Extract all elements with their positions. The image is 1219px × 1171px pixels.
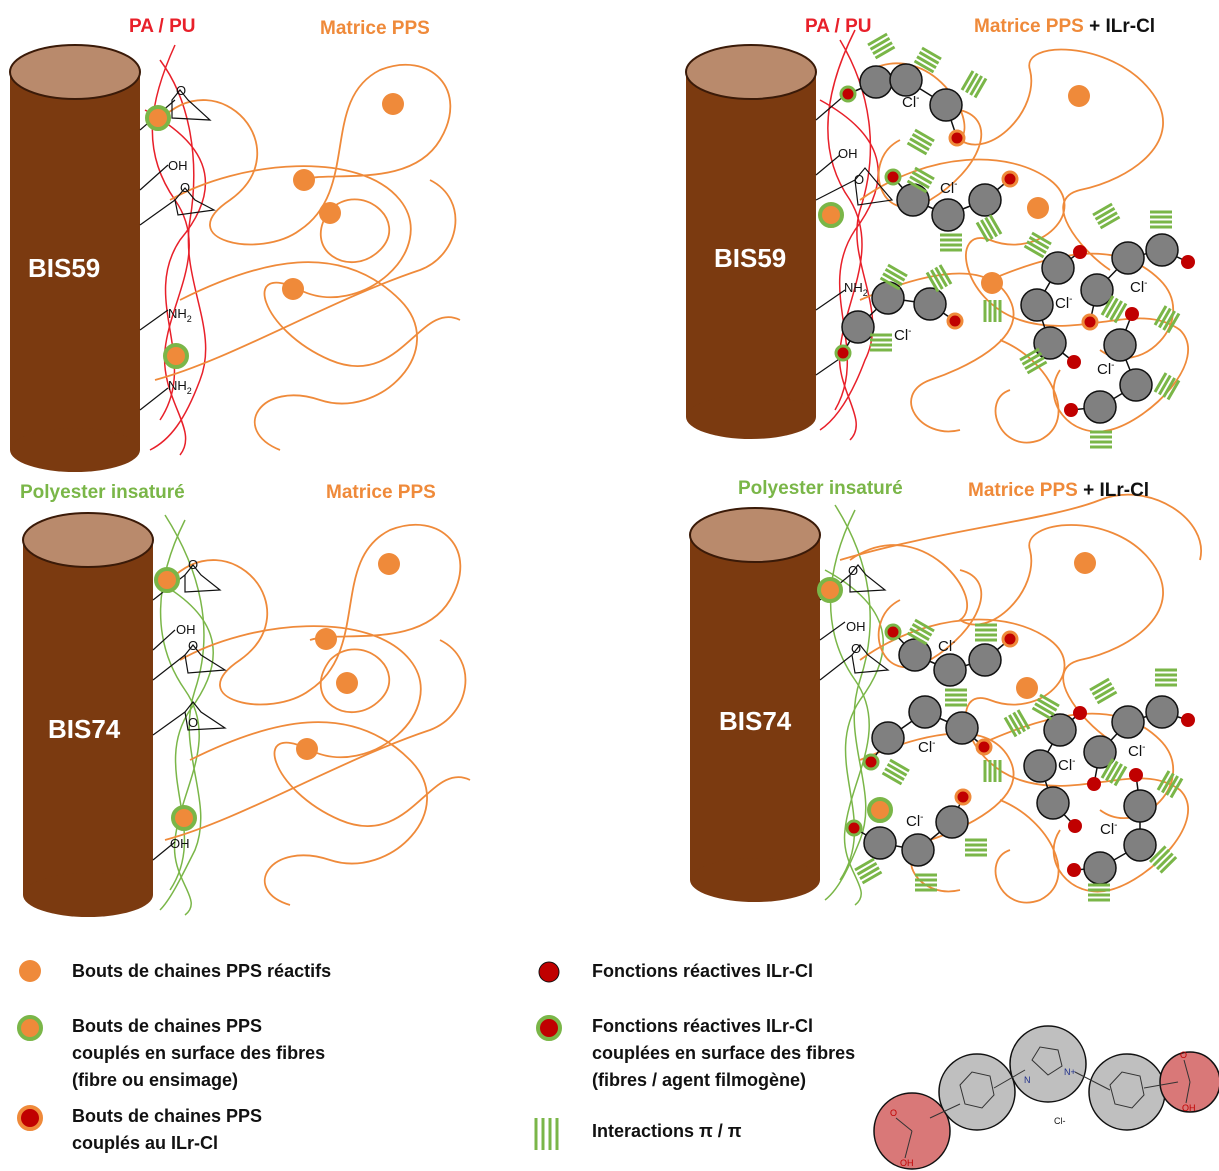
svg-text:O: O bbox=[854, 172, 864, 187]
fiber-label-bis59: BIS59 bbox=[28, 253, 101, 283]
matrix-label: Matrice PPS bbox=[974, 16, 1084, 37]
svg-text:Cl-: Cl- bbox=[938, 637, 956, 655]
pps-coupled-fiber-ends bbox=[818, 202, 844, 228]
mol-label-chloride: Cl- bbox=[1054, 1116, 1066, 1126]
legend-item-reactive-pps-ends: Bouts de chaines PPS réactifs bbox=[72, 961, 332, 981]
polyester-sizing-chains bbox=[154, 514, 214, 916]
ilr-reactive-functions bbox=[1067, 706, 1195, 877]
legend-symbol-orange-dot-green-ring bbox=[17, 1015, 43, 1041]
mol-label-o-2: O bbox=[1180, 1050, 1187, 1060]
svg-text:O: O bbox=[188, 557, 198, 572]
pps-coupled-ilr-ends bbox=[946, 129, 1099, 331]
matrix-label: Matrice PPS bbox=[968, 480, 1078, 501]
ilr-cl-molecules bbox=[853, 631, 1189, 885]
svg-text:Cl-: Cl- bbox=[1100, 820, 1118, 838]
fiber-cylinder bbox=[9, 44, 141, 472]
fiber-label-bis74: BIS74 bbox=[719, 706, 792, 736]
svg-text:Cl-: Cl- bbox=[894, 326, 912, 344]
pps-matrix-chains bbox=[164, 523, 471, 906]
svg-text:Cl-: Cl- bbox=[902, 93, 920, 111]
legend-symbol-red-dot-orange-ring bbox=[17, 1105, 43, 1131]
mol-label-n-plus: N+ bbox=[1064, 1067, 1076, 1077]
fiber-label-bis59: BIS59 bbox=[714, 243, 787, 273]
counterion-labels: Cl- Cl- Cl- Cl- Cl- Cl- bbox=[906, 637, 1146, 838]
pps-coupled-fiber-ends bbox=[154, 567, 197, 831]
pps-coupled-ilr-ends bbox=[954, 630, 1019, 806]
ilr-coupled-fiber-functions bbox=[845, 623, 902, 837]
counterion-labels: Cl- Cl- Cl- Cl- Cl- Cl- bbox=[894, 93, 1148, 378]
matrix-additive-label: Matrice PPS + ILr-Cl bbox=[974, 16, 1155, 38]
panel-bis59-pps: O OH O NH2 NH2 bbox=[9, 44, 461, 472]
svg-text:OH: OH bbox=[170, 836, 190, 851]
additive-label: + ILr-Cl bbox=[1089, 16, 1156, 37]
svg-text:Cl-: Cl- bbox=[940, 179, 958, 197]
legend-item-pps-coupled-ilr: Bouts de chaines PPS couplés au ILr-Cl bbox=[72, 1106, 263, 1153]
sizing-label-polyester: Polyester insaturé bbox=[20, 482, 185, 503]
svg-text:O: O bbox=[188, 715, 198, 730]
mol-label-n: N bbox=[1024, 1075, 1031, 1085]
svg-text:OH: OH bbox=[846, 619, 866, 634]
panel-bis59-pps-ilr: OH O NH2 bbox=[685, 29, 1195, 449]
legend-item-pi-pi: Interactions π / π bbox=[592, 1121, 742, 1141]
fiber-cylinder bbox=[685, 44, 817, 439]
pps-reactive-ends bbox=[282, 93, 404, 300]
pps-matrix-chains bbox=[154, 63, 461, 451]
pps-reactive-ends bbox=[296, 553, 400, 760]
legend-item-ilr-reactive-functions: Fonctions réactives ILr-Cl bbox=[592, 961, 814, 981]
surface-group-labels: O OH O NH2 NH2 bbox=[168, 83, 192, 396]
sizing-label-polyester: Polyester insaturé bbox=[738, 478, 903, 499]
svg-text:O: O bbox=[851, 641, 861, 656]
ilr-coupled-fiber-functions bbox=[834, 85, 902, 362]
svg-text:OH: OH bbox=[168, 158, 188, 173]
additive-label: + ILr-Cl bbox=[1083, 480, 1150, 501]
svg-text:OH: OH bbox=[176, 622, 196, 637]
ilr-cl-molecule-structure: OH N N+ Cl- OH O O bbox=[873, 1025, 1219, 1170]
pps-coupled-fiber-ends bbox=[817, 577, 893, 823]
fiber-cylinder bbox=[689, 507, 821, 902]
pps-reactive-ends bbox=[981, 85, 1090, 294]
mol-label-oh-1: OH bbox=[900, 1158, 914, 1168]
svg-text:NH2: NH2 bbox=[844, 280, 868, 298]
svg-text:Cl-: Cl- bbox=[1128, 742, 1146, 760]
svg-text:Cl-: Cl- bbox=[1130, 278, 1148, 296]
matrix-additive-label: Matrice PPS + ILr-Cl bbox=[968, 480, 1149, 502]
svg-text:O: O bbox=[176, 83, 186, 98]
legend-symbol-orange-dot bbox=[19, 960, 41, 982]
mol-label-o-1: O bbox=[890, 1108, 897, 1118]
legend-symbol-red-dot-green-ring bbox=[536, 1015, 562, 1041]
ilr-cl-molecules bbox=[841, 63, 1189, 424]
svg-text:NH2: NH2 bbox=[168, 306, 192, 324]
svg-text:Cl-: Cl- bbox=[1058, 756, 1076, 774]
fiber-label-bis74: BIS74 bbox=[48, 714, 121, 744]
svg-text:O: O bbox=[848, 563, 858, 578]
surface-group-labels: O OH O O OH bbox=[170, 557, 198, 851]
pps-reactive-ends bbox=[1016, 552, 1096, 699]
legend-symbol-green-bars bbox=[534, 1118, 559, 1150]
surface-group-labels: O OH O bbox=[846, 563, 866, 656]
svg-text:Cl-: Cl- bbox=[906, 812, 924, 830]
svg-text:Cl-: Cl- bbox=[1055, 294, 1073, 312]
svg-text:OH: OH bbox=[838, 146, 858, 161]
svg-text:O: O bbox=[180, 180, 190, 195]
panel-bis74-pps-ilr: O OH O bbox=[689, 493, 1202, 906]
svg-text:NH2: NH2 bbox=[168, 378, 192, 396]
pps-coupled-fiber-ends bbox=[145, 105, 189, 369]
legend-item-coupled-pps-ends: Bouts de chaines PPS couplés en surface … bbox=[72, 1016, 326, 1090]
svg-text:Cl-: Cl- bbox=[918, 738, 936, 756]
panel-bis74-pps: O OH O O OH bbox=[22, 512, 471, 917]
matrix-label: Matrice PPS bbox=[326, 482, 436, 503]
legend-symbols bbox=[17, 960, 562, 1150]
svg-text:O: O bbox=[188, 638, 198, 653]
svg-text:Cl-: Cl- bbox=[1097, 360, 1115, 378]
sizing-label-pa-pu: PA / PU bbox=[805, 16, 872, 37]
surface-group-labels: OH O NH2 bbox=[838, 146, 868, 298]
ilr-reactive-functions bbox=[1064, 245, 1195, 417]
matrix-label: Matrice PPS bbox=[320, 18, 430, 39]
fiber-cylinder bbox=[22, 512, 154, 917]
legend-item-ilr-coupled-functions: Fonctions réactives ILr-Cl couplées en s… bbox=[592, 1016, 856, 1090]
legend-symbol-red-dot bbox=[538, 961, 560, 983]
mol-label-oh-2: OH bbox=[1182, 1103, 1196, 1113]
sizing-label-pa-pu: PA / PU bbox=[129, 16, 196, 37]
